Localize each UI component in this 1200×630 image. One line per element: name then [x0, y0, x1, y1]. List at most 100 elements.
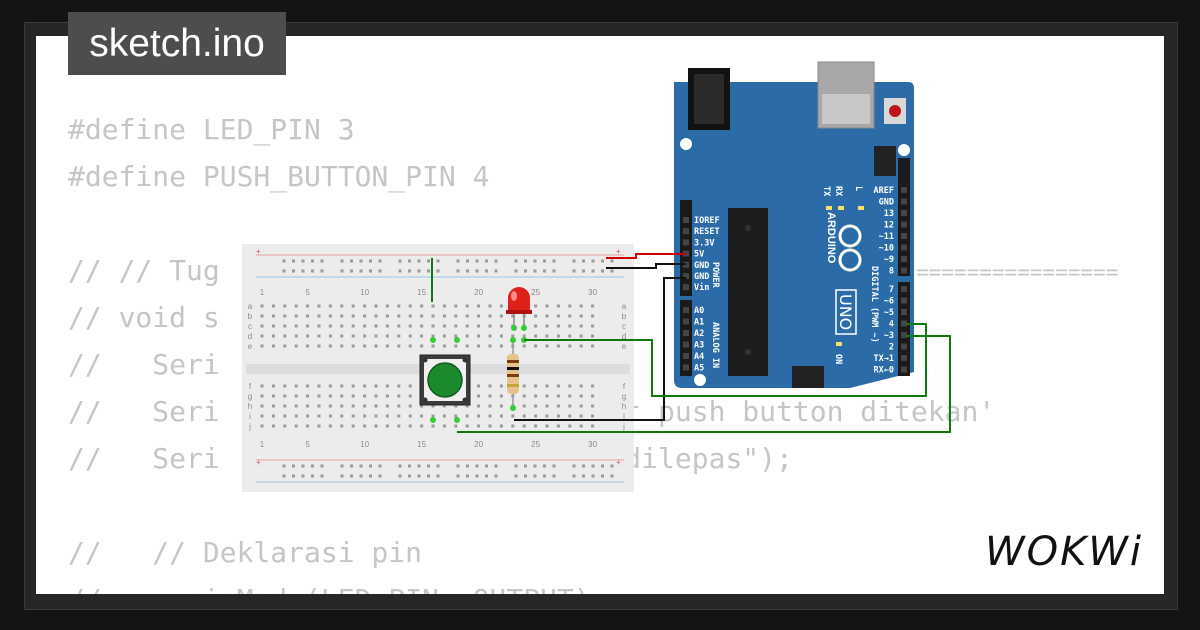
column-number: 10: [360, 288, 369, 297]
breadboard-hole: [374, 344, 378, 348]
breadboard-hole: [568, 344, 572, 348]
breadboard-hole: [328, 344, 332, 348]
breadboard-hole: [385, 414, 389, 418]
breadboard-hole: [294, 394, 298, 398]
breadboard-hole: [454, 304, 458, 308]
rail-hole: [350, 464, 353, 468]
breadboard-hole: [534, 414, 538, 418]
breadboard-hole: [363, 314, 367, 318]
header-pin: [683, 353, 689, 359]
breadboard-hole: [328, 384, 332, 388]
breadboard-hole: [499, 414, 503, 418]
breadboard-hole: [385, 324, 389, 328]
breadboard-hole: [363, 304, 367, 308]
button-screw: [462, 357, 468, 363]
push-button[interactable]: [419, 354, 471, 406]
on-led: [836, 342, 842, 346]
button-screw: [422, 357, 428, 363]
breadboard-hole: [454, 424, 458, 428]
rail-hole: [340, 474, 344, 478]
endpoint: [430, 337, 436, 343]
digital-pin-label: 12: [884, 221, 894, 231]
breadboard-hole: [397, 324, 401, 328]
code-line: #define LED_PIN 3: [68, 113, 355, 146]
breadboard-hole: [317, 304, 321, 308]
breadboard-hole: [579, 334, 583, 338]
breadboard-hole: [363, 344, 367, 348]
row-letter: j: [248, 422, 251, 431]
breadboard-hole: [545, 324, 549, 328]
breadboard-hole: [374, 384, 378, 388]
uno-model: UNO: [836, 294, 855, 330]
breadboard-hole: [271, 324, 275, 328]
breadboard-hole: [283, 344, 287, 348]
breadboard-hole: [283, 404, 287, 408]
breadboard-hole: [556, 334, 560, 338]
breadboard-hole: [477, 304, 481, 308]
code-line: // Seri a saat push button ditekan': [68, 395, 996, 428]
button-screw: [462, 397, 468, 403]
breadboard-hole: [488, 414, 492, 418]
digital-pin-label: 7: [889, 285, 894, 295]
breadboard-hole: [431, 324, 435, 328]
header-pin: [901, 244, 907, 251]
breadboard-hole: [511, 424, 515, 428]
breadboard-hole: [499, 324, 503, 328]
breadboard-hole: [317, 394, 321, 398]
breadboard-hole: [385, 314, 389, 318]
wire-green-pin4: [457, 335, 951, 433]
breadboard-hole: [351, 344, 355, 348]
digital-pin-label: RX←0: [874, 366, 894, 376]
rail-hole: [436, 464, 440, 468]
breadboard-hole: [385, 334, 389, 338]
header-pin: [683, 364, 689, 371]
rail-hole: [475, 259, 479, 263]
breadboard-hole: [511, 334, 515, 338]
rail-hole: [282, 259, 286, 263]
header-pin: [901, 221, 907, 228]
breadboard-hole: [591, 324, 595, 328]
breadboard-hole: [534, 304, 538, 308]
red-led[interactable]: [506, 287, 532, 328]
wire-red-5v: [606, 253, 686, 259]
column-number: 30: [588, 288, 597, 297]
rail-hole: [466, 474, 469, 478]
mount-hole: [680, 138, 692, 150]
breadboard-hole: [260, 414, 264, 418]
resistor: [507, 340, 519, 408]
breadboard-hole: [306, 304, 310, 308]
breadboard-hole: [534, 334, 538, 338]
rail-hole: [398, 474, 402, 478]
breadboard-hole: [568, 404, 572, 408]
header-pin: [683, 273, 689, 279]
breadboard-hole: [420, 304, 424, 308]
rail-hole: [552, 269, 556, 273]
breadboard-hole: [328, 304, 332, 308]
breadboard-hole: [591, 334, 595, 338]
breadboard-hole: [579, 324, 583, 328]
rail-hole: [350, 259, 353, 263]
rail-hole: [533, 474, 537, 478]
breadboard-hole: [477, 424, 481, 428]
breadboard-hole: [328, 324, 332, 328]
rail-hole: [369, 464, 372, 468]
led-rim: [506, 310, 532, 314]
reset-button[interactable]: [889, 105, 901, 117]
row-letter: d: [248, 332, 252, 341]
breadboard-hole: [385, 384, 389, 388]
rail-hole: [475, 269, 479, 273]
push-button-cap[interactable]: [427, 362, 463, 398]
breadboard-hole: [408, 384, 412, 388]
breadboard-hole: [294, 304, 298, 308]
digital-pin-label: ~3: [884, 331, 894, 341]
column-number: 5: [305, 288, 310, 297]
rail-hole: [282, 464, 286, 468]
rail-hole: [524, 269, 527, 273]
header-pin: [683, 318, 689, 325]
breadboard-hole: [260, 404, 264, 408]
breadboard-hole: [340, 304, 344, 308]
breadboard-hole: [306, 344, 310, 348]
breadboard-hole: [568, 304, 572, 308]
sketch-filename-badge: sketch.ino: [68, 12, 286, 75]
row-letter: e: [248, 342, 253, 351]
